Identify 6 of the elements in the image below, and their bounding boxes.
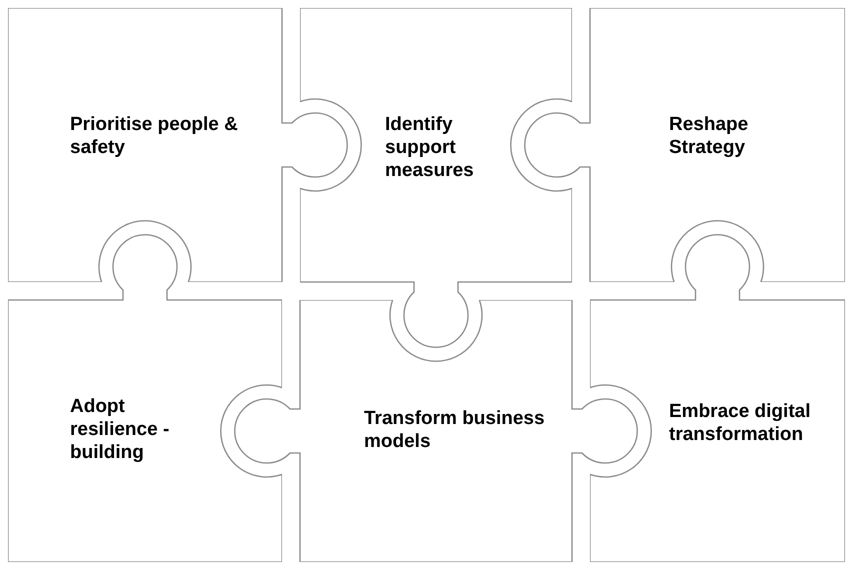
piece-label: Embrace digital transformation <box>669 400 812 446</box>
piece-label: Reshape Strategy <box>669 113 750 159</box>
piece-label: Identify support measures <box>385 113 475 182</box>
piece-label: Transform business models <box>364 407 546 453</box>
piece-label: Adopt resilience -building <box>70 395 170 464</box>
piece-label: Prioritise people & safety <box>70 113 239 159</box>
